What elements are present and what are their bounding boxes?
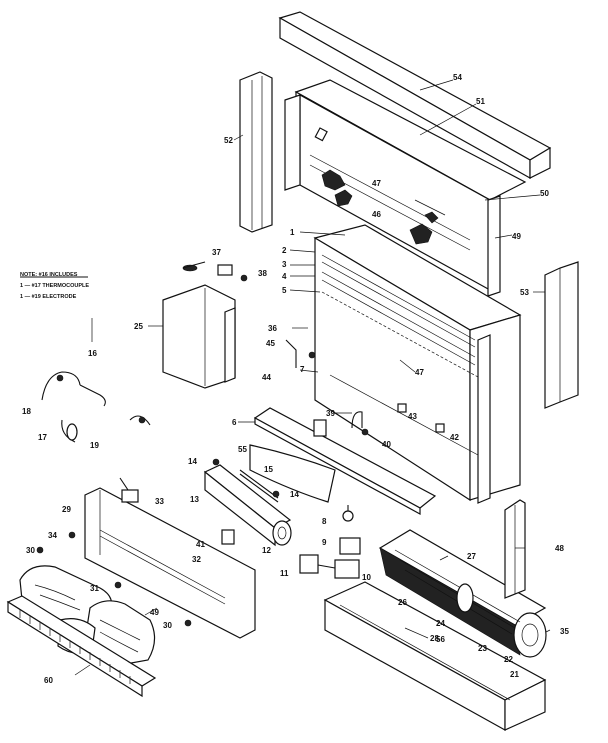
part-label: 25 bbox=[134, 322, 143, 331]
right-rear-panel-part bbox=[487, 195, 501, 297]
part-label: 21 bbox=[510, 670, 519, 679]
part-label: 30 bbox=[163, 621, 172, 630]
part-label: 42 bbox=[450, 433, 459, 442]
part-label: 3 bbox=[282, 260, 287, 269]
part-label: 46 bbox=[372, 210, 381, 219]
part-label: 54 bbox=[453, 73, 462, 82]
part-label: 28 bbox=[430, 634, 439, 643]
part-label: 29 bbox=[62, 505, 71, 514]
part-label: 33 bbox=[155, 497, 164, 506]
left-inner-panel-part bbox=[162, 284, 236, 389]
part-label: 13 bbox=[190, 495, 199, 504]
part-label: 49 bbox=[150, 608, 159, 617]
part-label: 19 bbox=[90, 441, 99, 450]
part-label: 9 bbox=[322, 538, 327, 547]
firebox-part bbox=[313, 224, 522, 504]
part-label: 45 bbox=[266, 339, 275, 348]
part-label: 23 bbox=[478, 644, 487, 653]
part-label: 51 bbox=[476, 97, 485, 106]
base-tray-part bbox=[323, 581, 547, 732]
top-cap-part bbox=[278, 11, 552, 180]
part-label: 38 bbox=[258, 269, 267, 278]
part-label: 26 bbox=[398, 598, 407, 607]
left-side-panel-part bbox=[239, 71, 273, 233]
part-label: 41 bbox=[196, 540, 205, 549]
part-label: 53 bbox=[520, 288, 529, 297]
part-label: 48 bbox=[555, 544, 564, 553]
part-label: 5 bbox=[282, 286, 287, 295]
part-label: 56 bbox=[436, 635, 445, 644]
part-label: 47 bbox=[415, 368, 424, 377]
burner-assembly-part bbox=[203, 444, 336, 547]
part-label: 12 bbox=[262, 546, 271, 555]
part-label: 4 bbox=[282, 272, 287, 281]
part-label: 10 bbox=[362, 573, 371, 582]
part-label: 24 bbox=[436, 619, 445, 628]
part-label: 14 bbox=[188, 457, 197, 466]
part-label: 44 bbox=[262, 373, 271, 382]
blower-assembly-part bbox=[378, 529, 547, 658]
grate-part bbox=[6, 595, 157, 698]
part-label: 36 bbox=[268, 324, 277, 333]
part-labels: 54 51 52 47 50 46 1 49 37 2 3 4 38 5 53 … bbox=[22, 73, 569, 685]
part-label: 43 bbox=[408, 412, 417, 421]
part-label: 55 bbox=[238, 445, 247, 454]
blower-side-panel-part bbox=[504, 499, 526, 599]
part-label: 27 bbox=[467, 552, 476, 561]
part-label: 49 bbox=[512, 232, 521, 241]
part-label: 2 bbox=[282, 246, 287, 255]
note-line-1: 1 — #17 THERMOCOUPLE bbox=[20, 283, 89, 289]
part-label: 17 bbox=[38, 433, 47, 442]
part-label: 7 bbox=[300, 365, 305, 374]
part-label: 11 bbox=[280, 569, 289, 578]
part-label: 6 bbox=[232, 418, 237, 427]
part-label: 37 bbox=[212, 248, 221, 257]
leader-lines bbox=[74, 79, 551, 676]
part-label: 32 bbox=[192, 555, 201, 564]
left-base-panel-part bbox=[84, 487, 256, 639]
part-label: 39 bbox=[326, 409, 335, 418]
note-line-2: 1 — #19 ELECTRODE bbox=[20, 294, 77, 300]
small-components bbox=[36, 261, 445, 627]
part-label: 60 bbox=[44, 676, 53, 685]
part-label: 34 bbox=[48, 531, 57, 540]
note-box: NOTE: #16 INCLUDES 1 — #17 THERMOCOUPLE … bbox=[20, 272, 89, 300]
part-label: 22 bbox=[504, 655, 513, 664]
note-title: NOTE: #16 INCLUDES bbox=[20, 272, 78, 278]
part-label: 18 bbox=[22, 407, 31, 416]
right-side-panel-part bbox=[544, 261, 579, 409]
part-label: 50 bbox=[540, 189, 549, 198]
part-label: 40 bbox=[382, 440, 391, 449]
part-label: 16 bbox=[88, 349, 97, 358]
part-label: 52 bbox=[224, 136, 233, 145]
part-label: 30 bbox=[26, 546, 35, 555]
part-label: 14 bbox=[290, 490, 299, 499]
part-label: 31 bbox=[90, 584, 99, 593]
part-label: 15 bbox=[264, 465, 273, 474]
part-label: 8 bbox=[322, 517, 327, 526]
part-label: 35 bbox=[560, 627, 569, 636]
part-label: 1 bbox=[290, 228, 295, 237]
part-label: 47 bbox=[372, 179, 381, 188]
